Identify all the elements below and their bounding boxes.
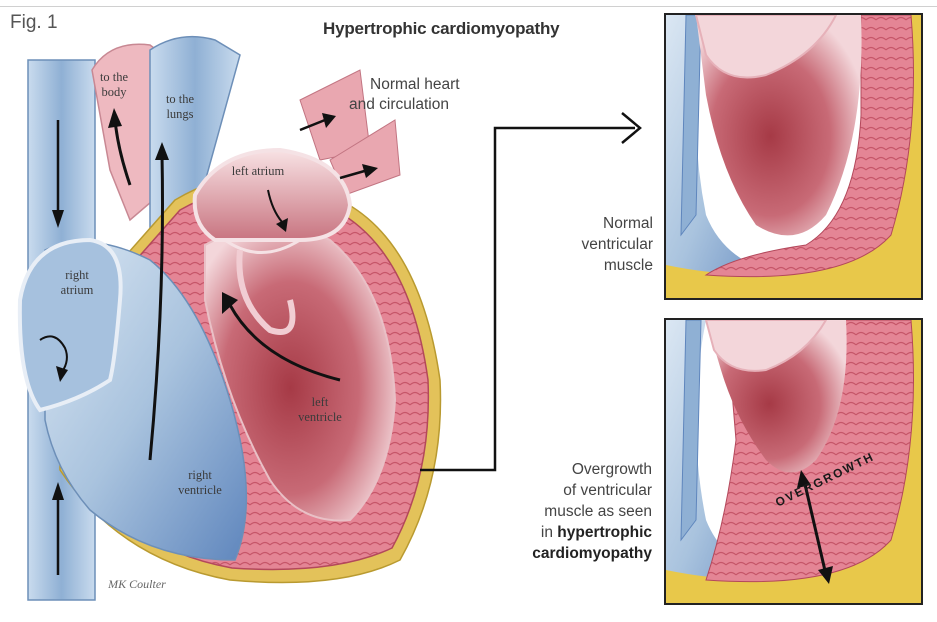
label-left-ventricle: left ventricle <box>290 395 350 425</box>
right-ventricle-line2: ventricle <box>178 483 222 497</box>
to-body-line1: to the <box>99 70 129 84</box>
figure-title: Hypertrophic cardiomyopathy <box>323 19 560 38</box>
right-atrium-line2: atrium <box>60 283 94 297</box>
label-left-atrium: left atrium <box>231 164 285 178</box>
right-ventricle-line1: right <box>188 468 212 482</box>
right-atrium-line1: right <box>65 268 89 282</box>
overgrowth-caption-line1: Overgrowth <box>571 461 652 478</box>
right-atrium <box>17 237 123 413</box>
figure-label: Fig. 1 <box>10 12 58 33</box>
normal-caption: Normal ventricular muscle <box>553 213 654 276</box>
normal-caption-line3: muscle <box>603 257 653 274</box>
normal-heart-heading-2: and circulation <box>349 96 449 113</box>
label-to-the-body: to the body <box>93 70 135 100</box>
pulmonary-artery <box>149 35 241 252</box>
label-right-ventricle: right ventricle <box>170 468 230 498</box>
caption-hypertrophic: hypertrophic <box>557 524 652 541</box>
to-lungs-line1: to the <box>165 92 195 106</box>
normal-caption-line1: Normal <box>603 215 653 232</box>
overgrowth-caption: Overgrowth of ventricular muscle as seen… <box>487 459 652 564</box>
overgrowth-caption-line2: of ventricular <box>563 482 652 499</box>
caption-cardiomyopathy: cardiomyopathy <box>532 545 652 562</box>
normal-heart-heading-1: Normal heart <box>370 76 460 93</box>
top-divider-line <box>0 6 937 7</box>
caption-in-prefix: in <box>540 524 558 541</box>
to-lungs-line2: lungs <box>166 107 194 121</box>
overgrowth-caption-line4: in hypertrophic <box>487 522 652 543</box>
normal-muscle-illustration <box>666 15 921 298</box>
overgrowth-muscle-panel <box>664 318 923 605</box>
to-body-line2: body <box>101 85 127 99</box>
normal-muscle-panel <box>664 13 923 300</box>
label-right-atrium: right atrium <box>54 268 100 298</box>
overgrowth-muscle-illustration <box>666 320 921 603</box>
left-ventricle-line2: ventricle <box>298 410 342 424</box>
overgrowth-caption-line3: muscle as seen <box>544 503 652 520</box>
left-atrium <box>192 147 353 242</box>
left-ventricle-line1: left <box>311 395 329 409</box>
label-to-the-lungs: to the lungs <box>158 92 202 122</box>
artist-signature: MK Coulter <box>108 577 166 591</box>
normal-caption-line2: ventricular <box>581 236 654 253</box>
connector-arrow <box>420 126 635 472</box>
